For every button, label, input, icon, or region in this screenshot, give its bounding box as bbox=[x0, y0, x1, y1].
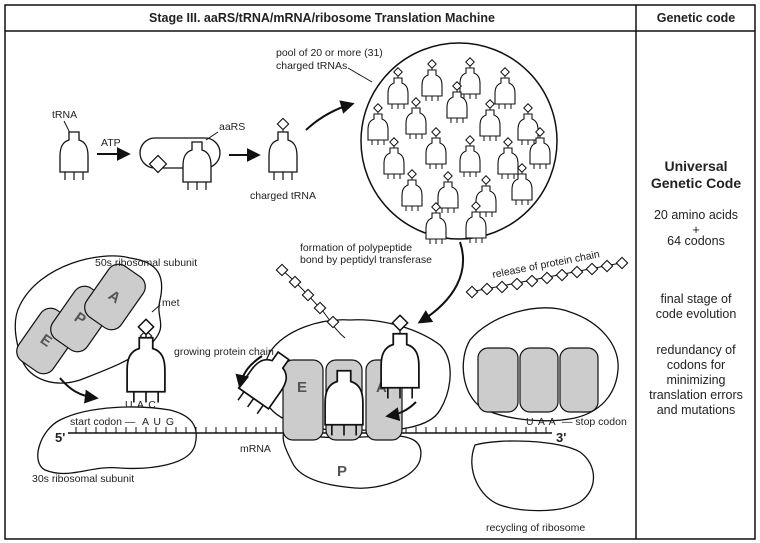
aars-label: aaRS bbox=[219, 121, 245, 133]
recycled-subunit bbox=[471, 440, 594, 512]
universal-line2: Genetic Code bbox=[650, 175, 742, 191]
left-sites: E P A bbox=[16, 263, 146, 375]
charged-trna-shape bbox=[269, 118, 297, 180]
redundancy-line: minimizing bbox=[666, 373, 726, 387]
trna-pool bbox=[360, 42, 558, 245]
final-line2: code evolution bbox=[655, 307, 737, 321]
30s-subunit bbox=[37, 406, 197, 475]
page-title: Stage III. aaRS/tRNA/mRNA/ribosome Trans… bbox=[149, 11, 495, 25]
plus-text: + bbox=[692, 223, 700, 237]
genetic-code-header: Genetic code bbox=[656, 11, 736, 25]
start-codon-label: start codon — bbox=[70, 416, 136, 428]
redundancy-line: codons for bbox=[666, 358, 726, 372]
amino-acids-text: 20 amino acids bbox=[653, 208, 739, 222]
universal-genetic-code: Universal Genetic Code bbox=[638, 158, 754, 192]
aug-label: A U G bbox=[142, 416, 175, 428]
30s-label: 30s ribosomal subunit bbox=[32, 473, 134, 485]
trna-label: tRNA bbox=[52, 109, 77, 121]
outer-border bbox=[4, 4, 756, 540]
stop-codon-label: — stop codon bbox=[562, 416, 627, 428]
five-prime-label: 5' bbox=[55, 430, 65, 445]
universal-line1: Universal bbox=[664, 158, 728, 174]
aars-enzyme bbox=[139, 137, 221, 191]
50s-label: 50s ribosomal subunit bbox=[95, 257, 197, 269]
met-label: met bbox=[162, 297, 180, 309]
redundancy-note: redundancy of codons for minimizing tran… bbox=[638, 343, 754, 418]
polypeptide-label-2: bond by peptidyl transferase bbox=[300, 254, 432, 266]
right-sites bbox=[477, 347, 599, 413]
pool-to-ribosome-arrow bbox=[417, 241, 465, 324]
mrna-label: mRNA bbox=[240, 443, 271, 455]
redundancy-line: redundancy of bbox=[656, 343, 736, 357]
polypeptide-label-1: formation of polypeptide bbox=[300, 242, 412, 254]
trna-shape bbox=[59, 131, 89, 181]
atp-label: ATP bbox=[101, 137, 121, 149]
svg-text:E: E bbox=[297, 379, 307, 396]
pool-label-1: pool of 20 or more (31) bbox=[276, 47, 383, 59]
central-small-subunit bbox=[282, 429, 422, 489]
uaa-label: U A A bbox=[526, 416, 557, 428]
redundancy-line: and mutations bbox=[656, 403, 736, 417]
codons-count: 64 codons bbox=[667, 234, 725, 248]
three-prime-label: 3' bbox=[556, 430, 566, 445]
redundancy-line: translation errors bbox=[649, 388, 743, 402]
final-line1: final stage of bbox=[660, 292, 732, 306]
charged-trna-label: charged tRNA bbox=[250, 190, 316, 202]
final-stage-note: final stage of code evolution bbox=[638, 292, 754, 322]
pool-label-2: charged tRNAs bbox=[276, 60, 347, 72]
to-pool-arrow bbox=[305, 100, 355, 131]
growing-chain bbox=[275, 263, 340, 329]
exit-arrow bbox=[235, 355, 263, 389]
growing-chain-label: growing protein chain bbox=[174, 346, 274, 358]
amino-acids-count: 20 amino acids + bbox=[638, 208, 754, 238]
left-down-arrow bbox=[59, 377, 99, 404]
a-site-arrow bbox=[385, 401, 417, 422]
svg-text:P: P bbox=[337, 463, 347, 480]
recycling-label: recycling of ribosome bbox=[486, 522, 585, 534]
